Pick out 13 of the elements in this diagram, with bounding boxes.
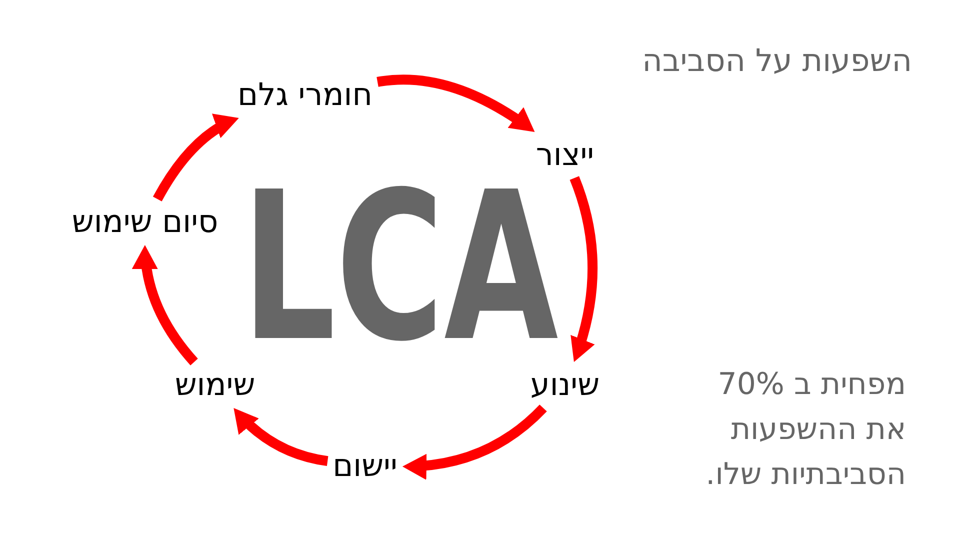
stage-label: שימוש <box>172 365 258 405</box>
stage-label: יישום <box>330 446 400 486</box>
stage-label: סיום שימוש <box>70 202 220 242</box>
cycle-arrow <box>153 113 241 202</box>
note-text: מפחית ב 70% את ההשפעות הסביבתיות שלו. <box>704 366 906 494</box>
lca-heading: LCA <box>242 183 558 353</box>
cycle-arrow <box>569 176 598 364</box>
stage-label: שינוע <box>528 365 602 405</box>
cycle-arrow <box>402 404 547 480</box>
title: השפעות על הסביבה <box>642 42 912 80</box>
cycle-arrow <box>132 244 198 366</box>
stage-label: ייצור <box>534 135 596 175</box>
stage-label: חומרי גלם <box>236 75 374 115</box>
